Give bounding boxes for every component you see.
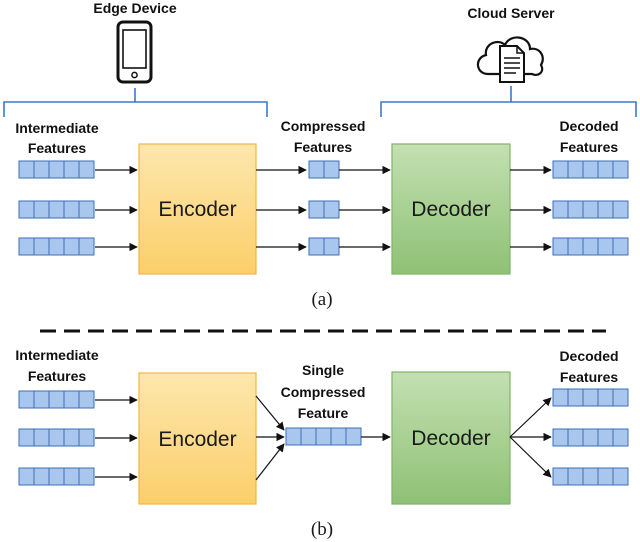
top-output-feature-1 xyxy=(552,160,629,179)
bottom-compressed-label-2: Compressed xyxy=(281,384,366,400)
top-output-feature-2 xyxy=(552,200,629,219)
top-compressed-label-2: Features xyxy=(294,139,353,155)
top-output-label-2: Features xyxy=(560,139,619,155)
top-compressed-feature-1 xyxy=(308,160,340,179)
bottom-arrow-merge-1 xyxy=(255,395,285,431)
top-output-label-1: Decoded xyxy=(559,118,618,134)
top-input-feature-3 xyxy=(18,237,95,256)
bottom-input-feature-3 xyxy=(18,467,95,486)
top-input-label-2: Features xyxy=(28,140,87,156)
top-encoder-label: Encoder xyxy=(158,198,236,221)
top-compressed-feature-3 xyxy=(308,237,340,256)
bottom-output-feature-3 xyxy=(552,467,629,486)
bottom-input-feature-1 xyxy=(18,390,95,409)
bottom-input-label-1: Intermediate xyxy=(15,347,98,363)
bottom-decoder-label: Decoder xyxy=(411,427,490,450)
bottom-decoder-block xyxy=(391,371,511,505)
bottom-encoder-label: Encoder xyxy=(158,428,236,451)
cloud-document-icon xyxy=(476,36,544,83)
caption-a: (a) xyxy=(311,289,332,310)
top-encoder-block xyxy=(138,143,257,275)
cloud-server-label: Cloud Server xyxy=(467,5,555,21)
bottom-input-feature-2 xyxy=(18,428,95,447)
bottom-output-label-1: Decoded xyxy=(559,348,618,364)
top-compressed-feature-2 xyxy=(308,200,340,219)
bottom-output-label-2: Features xyxy=(560,369,619,385)
bottom-arrow-split-3 xyxy=(509,436,552,478)
top-output-feature-3 xyxy=(552,237,629,256)
bottom-output-feature-2 xyxy=(552,428,629,447)
bottom-encoder-block xyxy=(138,372,257,505)
top-input-feature-2 xyxy=(18,200,95,219)
caption-b: (b) xyxy=(311,519,333,540)
top-compressed-label-1: Compressed xyxy=(281,118,366,134)
bottom-output-feature-1 xyxy=(552,388,629,407)
top-decoder-label: Decoder xyxy=(411,198,490,221)
bottom-arrow-merge-3 xyxy=(255,443,285,481)
edge-device-label: Edge Device xyxy=(93,0,176,16)
bottom-compressed-label-1: Single xyxy=(302,362,344,378)
bottom-compressed-feature xyxy=(285,427,362,446)
bottom-compressed-label-3: Feature xyxy=(298,405,349,421)
edge-bracket xyxy=(3,88,268,117)
top-decoder-block xyxy=(391,143,511,275)
top-input-feature-1 xyxy=(18,160,95,179)
bottom-input-label-2: Features xyxy=(28,368,87,384)
bottom-arrow-split-1 xyxy=(509,397,552,438)
top-input-label-1: Intermediate xyxy=(15,120,98,136)
cloud-bracket xyxy=(380,86,637,117)
smartphone-icon xyxy=(116,20,153,84)
